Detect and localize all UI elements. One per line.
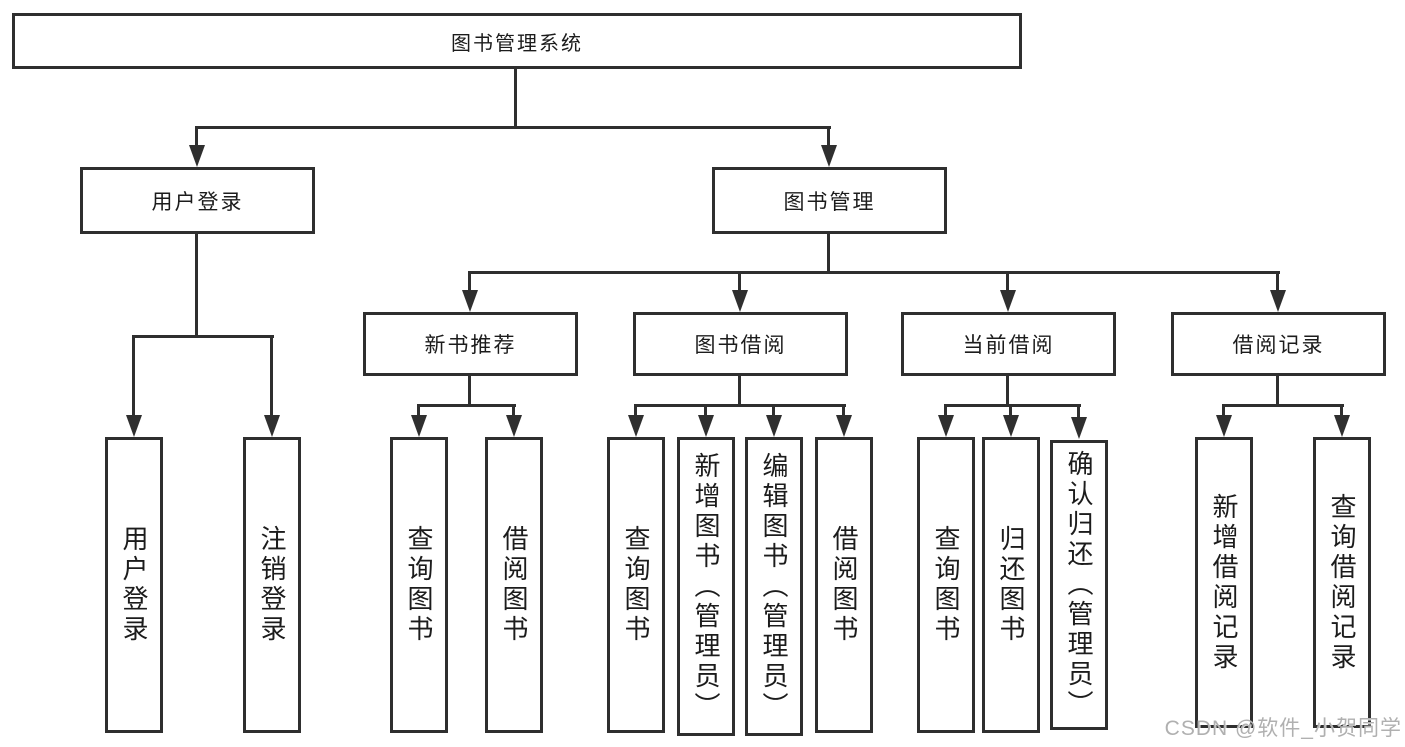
leaf-add-books-admin: 新增图书（管理员） [677,437,735,736]
connector-drop-borrow-books-1 [512,404,515,417]
connector-drop-book-borrow [738,271,741,292]
connector-drop-query-record [1340,404,1343,417]
leaf-query-books-2: 查询图书 [607,437,665,733]
connector-user-login-stem [195,233,198,337]
leaf-query-borrow-record: 查询借阅记录 [1313,437,1371,728]
connector-drop-logout-leaf [270,335,273,417]
node-current-borrowing: 当前借阅 [901,312,1116,376]
connector-drop-return-books [1009,404,1012,417]
connector-current-borrow-stem [1006,376,1009,407]
connector-book-borrow-branch [634,404,846,407]
arrowhead-new-books [462,290,478,312]
arrowhead-logout-leaf [264,415,280,437]
leaf-query-books-1: 查询图书 [390,437,448,733]
arrowhead-current-borrow [1000,290,1016,312]
arrowhead-query-books-1 [411,415,427,437]
connector-drop-user-login [195,126,198,146]
connector-drop-book-management [827,126,830,146]
leaf-return-books: 归还图书 [982,437,1040,733]
connector-drop-login-leaf [132,335,135,417]
arrowhead-borrow-books-2 [836,415,852,437]
arrowhead-book-borrow [732,290,748,312]
connector-current-borrow-branch [944,404,1081,407]
connector-root-stem [514,68,517,127]
connector-new-books-stem [468,376,471,407]
arrowhead-add-books [698,415,714,437]
connector-borrow-records-stem [1276,376,1279,407]
connector-drop-confirm-return [1077,404,1080,417]
leaf-edit-books-admin: 编辑图书（管理员） [745,437,803,736]
node-book-management-module: 图书管理 [712,167,947,234]
node-new-book-recommendation: 新书推荐 [363,312,578,376]
arrowhead-add-record [1216,415,1232,437]
connector-drop-borrow-books-2 [842,404,845,417]
leaf-borrow-books-1: 借阅图书 [485,437,543,733]
leaf-user-login: 用户登录 [105,437,163,733]
connector-root-branch [196,126,831,129]
connector-borrow-records-branch [1222,404,1344,407]
connector-drop-borrow-records [1276,271,1279,292]
connector-drop-add-record [1222,404,1225,417]
node-user-login-module: 用户登录 [80,167,315,234]
arrowhead-borrow-records [1270,290,1286,312]
connector-book-borrow-stem [738,376,741,407]
csdn-watermark: CSDN @软件_小贺同学 [1164,717,1402,740]
arrowhead-book-management [821,145,837,167]
arrowhead-borrow-books-1 [506,415,522,437]
arrowhead-edit-books [766,415,782,437]
connector-drop-query-books-1 [417,404,420,417]
connector-book-mgmt-stem [827,233,830,274]
connector-drop-current-borrow [1006,271,1009,292]
connector-drop-query-books-3 [944,404,947,417]
leaf-query-books-3: 查询图书 [917,437,975,733]
connector-book-mgmt-branch [468,271,1280,274]
connector-drop-add-books [704,404,707,417]
leaf-confirm-return-admin: 确认归还（管理员） [1050,440,1108,730]
connector-drop-query-books-2 [634,404,637,417]
connector-new-books-branch [417,404,516,407]
arrowhead-query-books-2 [628,415,644,437]
leaf-logout: 注销登录 [243,437,301,733]
arrowhead-user-login [189,145,205,167]
connector-drop-edit-books [772,404,775,417]
connector-user-login-branch [132,335,274,338]
node-library-management-system: 图书管理系统 [12,13,1022,69]
node-borrowing-records: 借阅记录 [1171,312,1386,376]
node-book-borrowing: 图书借阅 [633,312,848,376]
connector-drop-new-books [468,271,471,292]
arrowhead-confirm-return [1071,417,1087,439]
arrowhead-query-books-3 [938,415,954,437]
leaf-borrow-books-2: 借阅图书 [815,437,873,733]
arrowhead-query-record [1334,415,1350,437]
leaf-add-borrow-record: 新增借阅记录 [1195,437,1253,728]
arrowhead-return-books [1003,415,1019,437]
arrowhead-login-leaf [126,415,142,437]
